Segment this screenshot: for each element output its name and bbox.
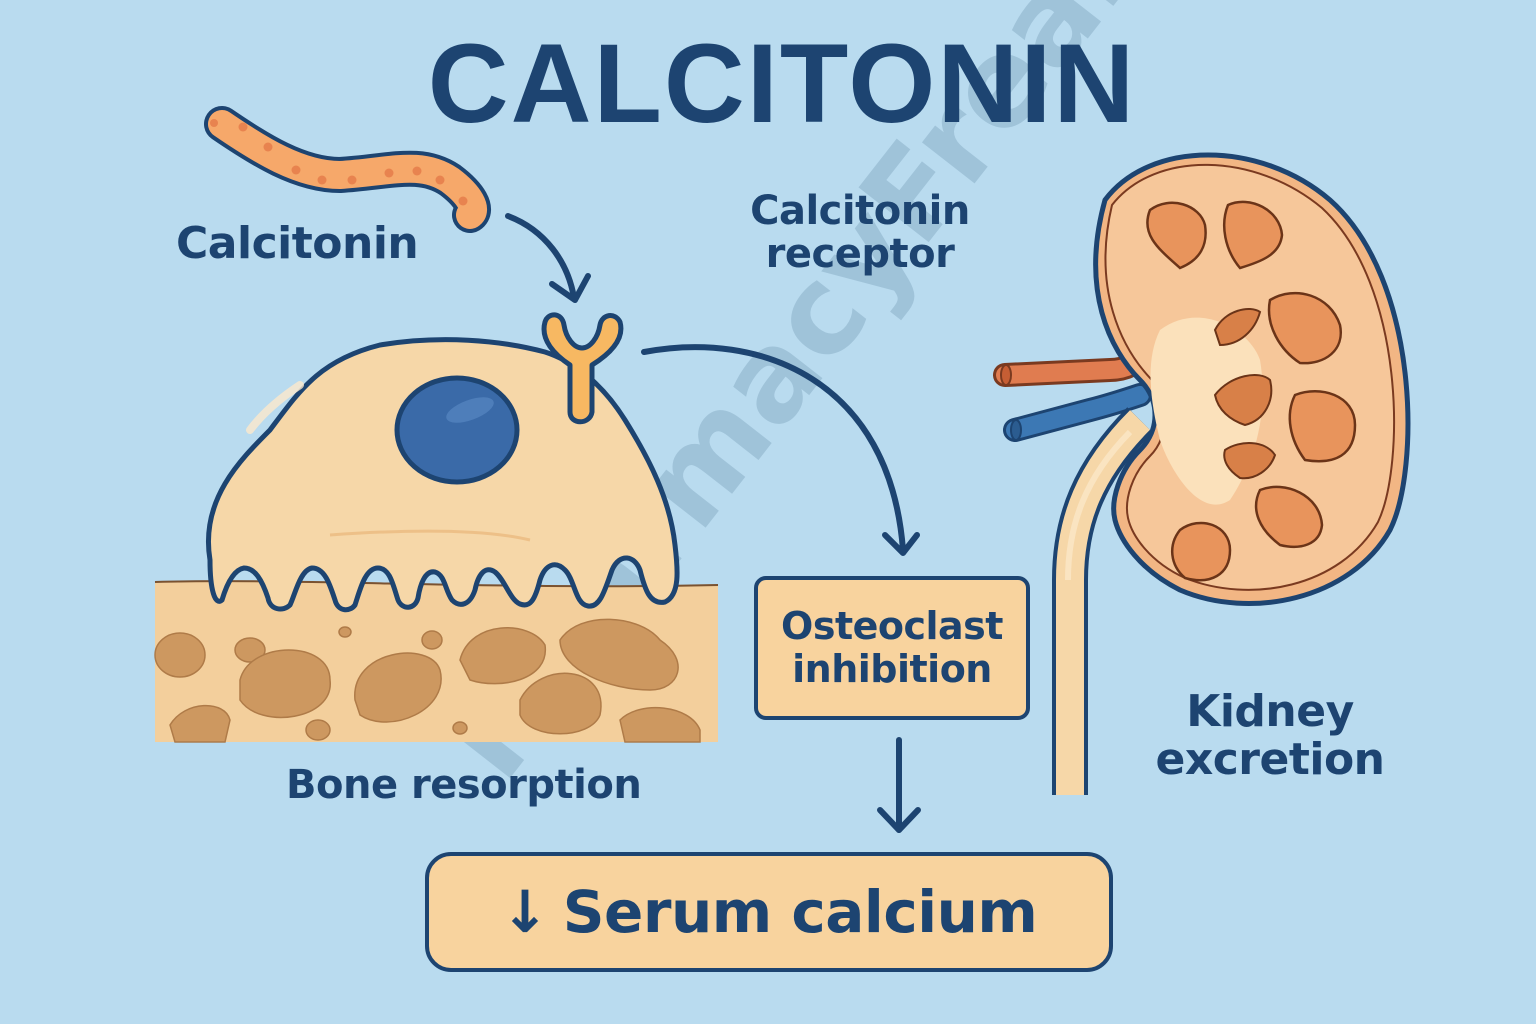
osteoclast-cell-icon xyxy=(206,337,680,613)
arrow-peptide-to-receptor-icon xyxy=(505,213,591,303)
y-receptor-icon xyxy=(541,312,624,425)
osteoclast-inhibition-box: Osteoclast inhibition xyxy=(754,576,1030,720)
arrow-inhibition-to-serum-icon xyxy=(877,737,921,833)
arrow-receptor-to-inhibition-icon xyxy=(641,344,920,556)
down-arrow-icon: ↓ xyxy=(500,878,550,946)
serum-calcium-text: Serum calcium xyxy=(562,878,1038,946)
calcitonin-receptor-label: Calcitonin receptor xyxy=(750,188,970,278)
kidney-icon xyxy=(993,152,1411,795)
bone-tissue-icon xyxy=(154,580,719,743)
page-title: CALCITONIN xyxy=(427,21,1137,146)
serum-calcium-box: ↓ Serum calcium xyxy=(425,852,1113,972)
osteoclast-inhibition-text: Osteoclast inhibition xyxy=(781,604,1003,691)
calcitonin-label: Calcitonin xyxy=(176,218,419,269)
kidney-excretion-label: Kidney excretion xyxy=(1155,686,1385,785)
nucleus-icon xyxy=(394,375,520,485)
bone-resorption-label: Bone resorption xyxy=(286,762,642,808)
calcitonin-peptide-icon xyxy=(204,106,491,233)
